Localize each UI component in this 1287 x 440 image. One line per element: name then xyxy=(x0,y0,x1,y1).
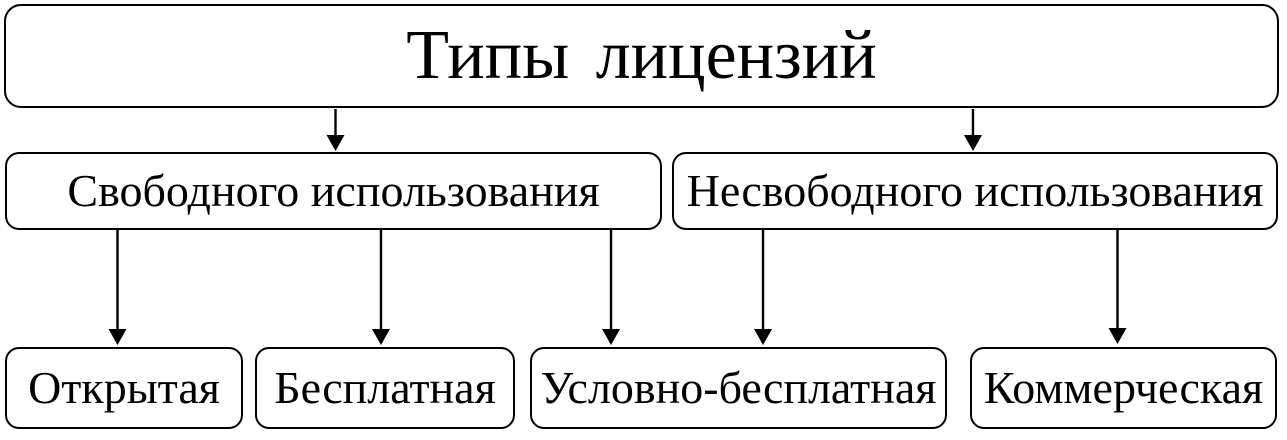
node-open-license: Открытая xyxy=(5,347,243,429)
node-license-types: Типы лицензий xyxy=(4,4,1279,108)
arrow-free-to-open-icon xyxy=(108,230,127,345)
node-commercial-license: Коммерческая xyxy=(970,347,1277,429)
arrow-nonfree-to-commercial-icon xyxy=(1108,230,1127,344)
node-freeware-license: Бесплатная xyxy=(255,347,515,429)
arrow-root-to-nonfree-icon xyxy=(964,109,982,151)
node-free-use: Свободного использования xyxy=(5,152,662,230)
node-nonfree-use: Несвободного использования xyxy=(672,152,1278,230)
arrow-nonfree-to-shareware-icon xyxy=(754,230,772,345)
arrow-root-to-free-icon xyxy=(326,109,345,151)
node-shareware-license: Условно-бесплатная xyxy=(530,347,947,429)
arrow-free-to-freeware-icon xyxy=(372,230,390,345)
arrow-free-to-shareware-icon xyxy=(602,230,620,345)
